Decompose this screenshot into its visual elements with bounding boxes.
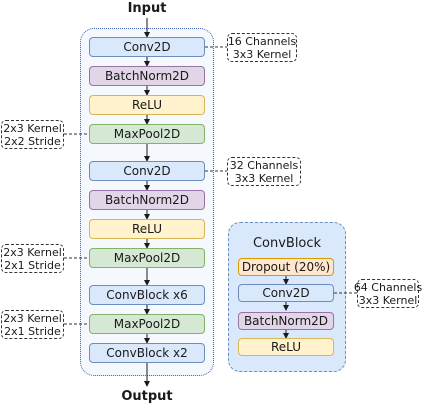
- dropout-block: Dropout (20%): [238, 258, 334, 276]
- relu-block-1: ReLU: [89, 95, 205, 115]
- pool2-annotation: 2x3 Kernel 2x1 Stride: [1, 244, 64, 273]
- conv2d-block-1: Conv2D: [89, 37, 205, 57]
- pool3-annotation-line2: 2x1 Stride: [4, 324, 61, 338]
- pool1-annotation: 2x3 Kernel 2x2 Stride: [1, 120, 64, 149]
- conv2-annotation: 32 Channels 3x3 Kernel: [227, 157, 301, 186]
- conv2-annotation-line1: 32 Channels: [229, 158, 299, 172]
- maxpool2d-block-1: MaxPool2D: [89, 124, 205, 144]
- convblock-x2-block: ConvBlock x2: [89, 343, 205, 363]
- conv1-annotation: 16 Channels 3x3 Kernel: [227, 33, 297, 62]
- conv1-annotation-line2: 3x3 Kernel: [232, 47, 292, 61]
- annotation-connectors: [64, 46, 357, 325]
- pool2-annotation-line1: 2x3 Kernel: [3, 245, 62, 259]
- convblock-conv-annotation-line1: 64 Channels: [353, 280, 423, 294]
- conv2-annotation-line2: 3x3 Kernel: [234, 171, 294, 185]
- convblock-x6-block: ConvBlock x6: [89, 285, 205, 305]
- pool1-annotation-line1: 2x3 Kernel: [3, 121, 62, 135]
- convblock-batchnorm2d-block: BatchNorm2D: [238, 312, 334, 330]
- pool2-annotation-line2: 2x1 Stride: [4, 258, 61, 272]
- convblock-conv-annotation: 64 Channels 3x3 Kernel: [353, 279, 423, 308]
- pool3-annotation-line1: 2x3 Kernel: [3, 311, 62, 325]
- maxpool2d-block-2: MaxPool2D: [89, 248, 205, 268]
- maxpool2d-block-3: MaxPool2D: [89, 314, 205, 334]
- input-label: Input: [127, 1, 167, 16]
- conv1-annotation-line1: 16 Channels: [227, 34, 297, 48]
- conv2d-block-2: Conv2D: [89, 161, 205, 181]
- batchnorm2d-block-1: BatchNorm2D: [89, 66, 205, 86]
- pool3-annotation: 2x3 Kernel 2x1 Stride: [1, 310, 64, 339]
- relu-block-2: ReLU: [89, 219, 205, 239]
- pool1-annotation-line2: 2x2 Stride: [4, 134, 61, 148]
- convblock-title: ConvBlock: [252, 236, 322, 251]
- convblock-conv-annotation-line2: 3x3 Kernel: [358, 293, 418, 307]
- convblock-relu-block: ReLU: [238, 338, 334, 356]
- batchnorm2d-block-2: BatchNorm2D: [89, 190, 205, 210]
- convblock-conv2d-block: Conv2D: [238, 284, 334, 302]
- output-label: Output: [121, 389, 173, 404]
